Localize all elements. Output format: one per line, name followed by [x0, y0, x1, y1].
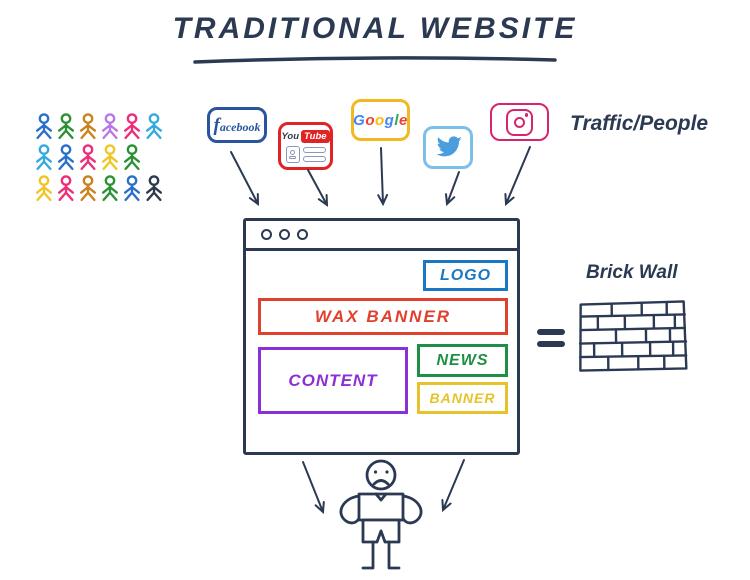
person-icon — [124, 113, 140, 140]
youtube-list-bar — [302, 155, 326, 162]
twitter-bird-icon — [436, 136, 462, 157]
content-box: CONTENT — [258, 347, 408, 414]
window-dot-icon — [279, 229, 290, 240]
window-dot-icon — [261, 229, 272, 240]
instagram-camera-icon — [506, 108, 533, 136]
person-icon — [80, 144, 96, 171]
facebook-label: facebook — [213, 114, 261, 136]
flow-arrow — [504, 146, 531, 207]
flow-arrow — [307, 169, 329, 207]
people-row — [34, 143, 164, 172]
youtube-video-list — [285, 145, 326, 163]
youtube-list-bar — [302, 146, 326, 153]
brick-wall-label: Brick Wall — [586, 262, 678, 283]
youtube-thumbnail-icon — [285, 145, 300, 163]
flow-arrow — [445, 171, 460, 207]
person-icon — [80, 113, 96, 140]
google-letter: G — [353, 111, 366, 129]
person-icon — [102, 144, 118, 171]
person-icon — [102, 175, 118, 202]
people-crowd — [34, 112, 164, 203]
youtube-you-label: You — [281, 130, 300, 142]
google-wordmark: Google — [353, 112, 408, 129]
person-icon — [80, 175, 96, 202]
flow-arrow — [377, 147, 389, 207]
browser-window: LOGO WAX BANNER CONTENT NEWS BANNER — [243, 218, 520, 455]
person-icon — [124, 175, 140, 202]
logo-label: LOGO — [439, 266, 492, 284]
sad-gatekeeper-figure — [339, 459, 423, 570]
title-underline — [193, 56, 557, 64]
news-box: NEWS — [417, 344, 508, 377]
instagram-lens — [514, 116, 525, 128]
people-row — [34, 112, 164, 141]
left-leg — [361, 540, 375, 570]
flow-arrow — [441, 459, 465, 513]
youtube-thumb-person-body — [289, 155, 296, 159]
google-letter: e — [399, 111, 408, 129]
google-letter: g — [384, 111, 395, 129]
person-icon — [58, 175, 74, 202]
person-icon — [146, 113, 162, 140]
youtube-icon: You Tube — [278, 122, 333, 170]
twitter-icon — [423, 126, 473, 169]
banner-box: BANNER — [417, 382, 508, 414]
person-icon — [102, 113, 118, 140]
traffic-people-label: Traffic/People — [570, 112, 709, 135]
equals-bar — [537, 341, 565, 347]
youtube-tube-badge: Tube — [301, 129, 330, 143]
flow-arrow — [230, 151, 260, 206]
collar — [374, 492, 388, 502]
facebook-icon: facebook — [207, 107, 267, 143]
window-dot-icon — [297, 229, 308, 240]
wax-banner-box: WAX BANNER — [258, 298, 508, 335]
content-label: CONTENT — [288, 370, 378, 390]
news-label: NEWS — [436, 351, 489, 369]
shirt — [357, 492, 405, 522]
left-arm — [339, 494, 361, 525]
person-icon — [36, 113, 52, 140]
page-title: TRADITIONAL WEBSITE — [172, 12, 578, 45]
logo-box: LOGO — [423, 260, 508, 291]
google-icon: Google — [351, 99, 410, 141]
instagram-icon — [490, 103, 549, 141]
brick-wall-drawing — [578, 300, 688, 372]
google-letter: o — [375, 111, 385, 129]
person-icon — [36, 175, 52, 202]
flow-arrow — [302, 461, 325, 515]
equals-sign — [537, 329, 565, 347]
browser-title-bar — [246, 221, 517, 251]
person-icon — [58, 144, 74, 171]
people-row — [34, 174, 164, 203]
youtube-thumb-person-head — [290, 149, 295, 155]
youtube-list-bars — [302, 146, 326, 162]
google-letter: o — [365, 111, 375, 129]
shorts — [361, 518, 401, 544]
frown-mouth — [372, 479, 390, 486]
google-letter: l — [394, 111, 400, 129]
instagram-flash-dot — [524, 113, 528, 117]
wax-banner-label: WAX BANNER — [314, 306, 452, 326]
person-icon — [146, 175, 162, 202]
equals-bar — [537, 329, 565, 335]
sad-face — [365, 459, 397, 491]
right-leg — [387, 540, 401, 570]
person-icon — [36, 144, 52, 171]
right-arm — [401, 494, 423, 525]
person-icon — [124, 144, 140, 171]
youtube-wordmark: You Tube — [281, 129, 330, 143]
person-icon — [58, 113, 74, 140]
banner-label: BANNER — [429, 390, 496, 406]
